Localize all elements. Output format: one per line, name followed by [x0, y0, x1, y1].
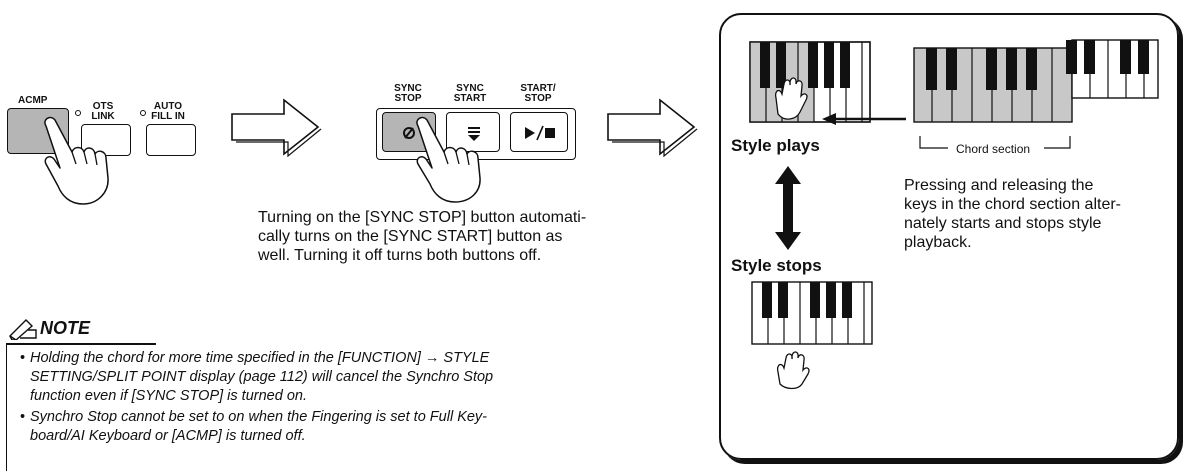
- note-line: SETTING/SPLIT POINT display (page 112) w…: [30, 369, 494, 385]
- auto-fill-in-label: AUTO FILL IN: [151, 101, 185, 122]
- note-line: Holding the chord for more time specifie…: [30, 350, 490, 366]
- sync-start-button[interactable]: [446, 112, 500, 152]
- note-underline: [6, 343, 156, 345]
- description-line: keys in the chord section alter-: [904, 196, 1121, 213]
- sync-stop-caption: Turning on the [SYNC STOP] button automa…: [258, 208, 586, 265]
- description-line: Pressing and releasing the: [904, 177, 1094, 194]
- keyboard-playing-icon: [749, 41, 871, 123]
- pencil-note-icon: [8, 319, 37, 340]
- style-plays-label: Style plays: [731, 136, 820, 155]
- auto-fill-in-button[interactable]: [146, 124, 196, 156]
- sync-stop-label: SYNC STOP: [394, 83, 422, 104]
- sync-stop-icon: [403, 127, 415, 139]
- play-stop-icon: [525, 125, 555, 141]
- pressing-hand-icon: [44, 116, 109, 205]
- style-description: Pressing and releasing the keys in the c…: [904, 176, 1121, 252]
- caption-line: cally turns on the [SYNC START] button a…: [258, 228, 563, 245]
- style-stops-label: Style stops: [731, 256, 822, 275]
- start-stop-button[interactable]: [510, 112, 568, 152]
- caption-line: Turning on the [SYNC STOP] button automa…: [258, 209, 587, 226]
- chord-section-label: Chord section: [956, 142, 1031, 156]
- description-line: nately starts and stops style: [904, 215, 1102, 232]
- note-line: board/AI Keyboard or [ACMP] is turned of…: [30, 428, 306, 444]
- note-item: • Holding the chord for more time specif…: [20, 350, 494, 404]
- note-title: NOTE: [40, 318, 91, 338]
- note-item: • Synchro Stop cannot be set to on when …: [20, 409, 488, 444]
- chord-section-bracket: [919, 136, 1071, 149]
- pressing-hand-icon: [416, 116, 481, 203]
- note-line: function even if [SYNC STOP] is turned o…: [30, 388, 307, 404]
- sync-start-icon: [468, 127, 480, 141]
- ots-link-label: OTS LINK: [91, 101, 115, 122]
- right-arrow-icon: [607, 98, 698, 158]
- ots-link-led: [75, 110, 81, 116]
- acmp-label: ACMP: [18, 95, 48, 106]
- keyboard-chord-section-icon: [913, 39, 1159, 123]
- description-line: playback.: [904, 234, 972, 251]
- note-left-rule: [6, 345, 8, 471]
- up-down-arrow-icon: [775, 166, 801, 250]
- auto-fill-in-led: [140, 110, 146, 116]
- keyboard-released-icon: [751, 281, 873, 390]
- right-arrow-icon: [231, 98, 322, 158]
- synchro-stop-illustration-box: [719, 13, 1179, 460]
- sync-start-label: SYNC START: [453, 83, 487, 104]
- start-stop-label: START/ STOP: [520, 83, 556, 104]
- note-line: Synchro Stop cannot be set to on when th…: [30, 409, 488, 425]
- left-arrow-icon: [822, 113, 906, 125]
- caption-line: well. Turning it off turns both buttons …: [258, 247, 542, 264]
